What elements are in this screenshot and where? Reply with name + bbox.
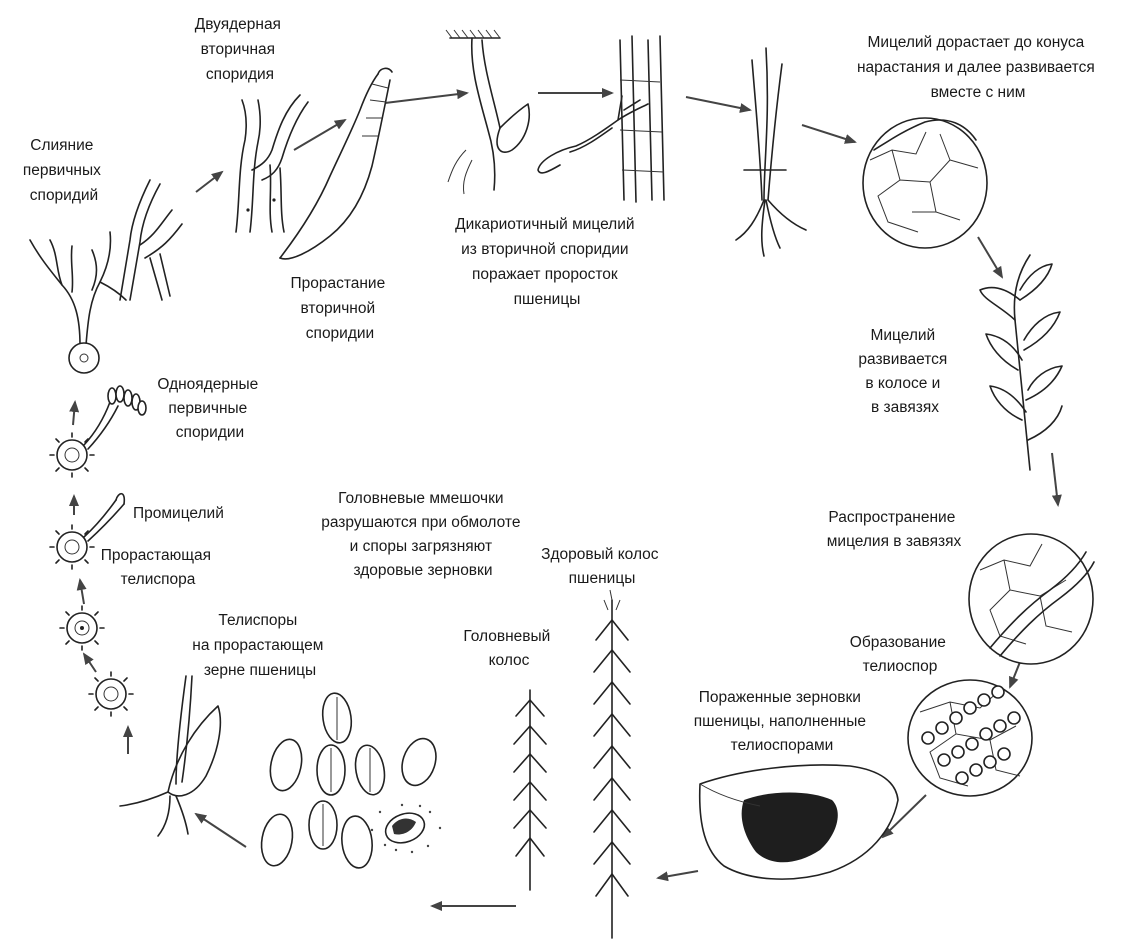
label-promycelium: Промицелий	[133, 505, 224, 522]
label-germination-secondary-sporidium: Прорастание вторичной споридии	[290, 275, 389, 342]
growth-cone-cells-drawing	[863, 118, 987, 248]
label-healthy-ear: Здоровый колос пшеницы	[541, 546, 663, 587]
label-germinating-teliospore: Прорастающая телиспора	[101, 547, 216, 588]
hyphae-penetration-drawing	[538, 36, 664, 202]
teliospore-formation-drawing	[908, 680, 1032, 796]
wheat-seedling-drawing	[736, 48, 806, 256]
arrow-ovary-to-teliospores	[1010, 662, 1020, 687]
arrow-up-3	[80, 580, 84, 604]
ovary-mycelium-drawing	[969, 534, 1094, 664]
grain	[266, 736, 306, 793]
label-spread-in-ovaries: Распространение мицелия в завязях	[827, 509, 962, 550]
germinating-grain-drawing	[120, 676, 220, 836]
binucleate-sporidium-drawing	[236, 95, 308, 232]
arrow-up-2	[84, 654, 96, 672]
infected-grain-drawing	[700, 765, 898, 879]
arrow-hyphae-to-seedling	[686, 97, 750, 110]
arrow-seedling-to-cone	[802, 125, 855, 142]
label-mycelium-in-ear: Мицелий развивается в колосе и в завязях	[858, 327, 951, 416]
arrow-grains-to-seedling	[196, 814, 246, 847]
teliospore-2	[60, 606, 104, 650]
label-mycelium-growth-cone: Мицелий дорастает до конуса нарастания и…	[857, 34, 1099, 101]
grains-group-drawing	[258, 691, 442, 869]
grain	[258, 812, 297, 868]
ear-mycelium-drawing	[980, 255, 1062, 470]
arrow-fusion-to-binucleate	[196, 172, 222, 192]
grain	[339, 815, 374, 870]
label-dikaryotic-mycelium: Дикариотичный мицелий из вторичной спори…	[455, 216, 639, 308]
grain	[396, 734, 441, 790]
smut-ear-drawing	[514, 690, 546, 890]
contaminated-grain	[371, 804, 441, 853]
label-binucleate-secondary-sporidium: Двуядерная вторичная споридия	[195, 16, 286, 83]
arrow-up-5	[73, 402, 75, 425]
healthy-ear-drawing	[594, 590, 630, 938]
label-fusion-primary-sporidia: Слияние первичных споридий	[23, 137, 105, 204]
arrow-binucleate-to-germination	[294, 120, 345, 150]
label-teliospores-on-grain: Телиспоры на прорастающем зерне пшеницы	[192, 612, 327, 679]
arrow-grain-to-ears	[658, 871, 698, 878]
teliospore-1	[89, 672, 133, 716]
label-smut-sacs: Головневые ммешочки разрушаются при обмо…	[321, 490, 525, 579]
arrow-cone-to-ear	[978, 237, 1002, 277]
uninucleate-sporidia-drawing	[50, 386, 146, 477]
arrow-to-infection	[385, 93, 467, 103]
secondary-sporidium-germination-drawing	[280, 68, 392, 259]
label-uninucleate-primary-sporidia: Одноядерные первичные споридии	[157, 376, 262, 441]
label-smut-ear: Головневый колос	[463, 628, 554, 669]
label-teliospore-formation: Образование телиоспор	[850, 634, 950, 675]
seedling-infection-drawing	[446, 30, 529, 194]
arrow-ear-to-ovary	[1052, 453, 1058, 505]
label-affected-grains: Пораженные зерновки пшеницы, наполненные…	[694, 689, 871, 754]
fusion-sporidia-drawing	[30, 180, 182, 373]
